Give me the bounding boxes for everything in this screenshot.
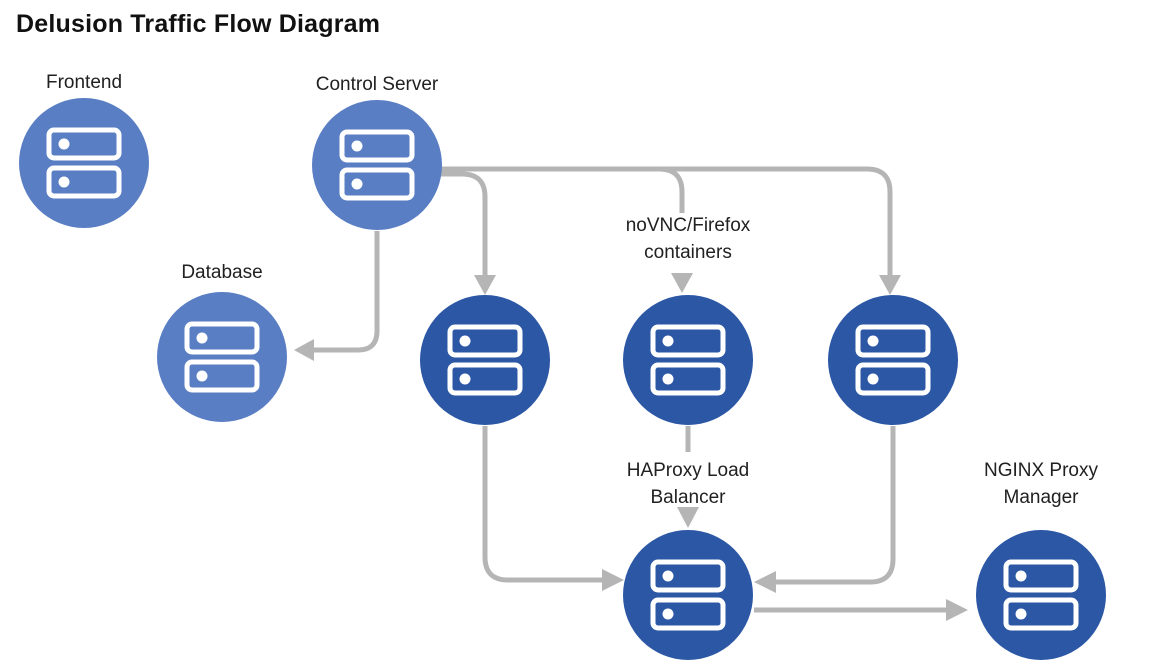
server-icon bbox=[1003, 559, 1079, 631]
page-title: Delusion Traffic Flow Diagram bbox=[16, 10, 381, 38]
node-label-database: Database bbox=[181, 262, 263, 283]
node-novnc bbox=[623, 295, 753, 425]
arrowhead-down-icon bbox=[671, 273, 693, 293]
node-label-novnc: noVNC/Firefox containers bbox=[625, 215, 751, 263]
node-haproxy bbox=[623, 530, 753, 660]
node-worker-left bbox=[420, 295, 550, 425]
edge-novnc-to-haproxy bbox=[677, 426, 699, 528]
node-label-nginx: NGINX Proxy Manager bbox=[983, 460, 1099, 508]
edge-worker-right-to-haproxy bbox=[754, 426, 896, 593]
node-label-frontend: Frontend bbox=[45, 72, 123, 93]
server-icon bbox=[339, 129, 415, 201]
node-database bbox=[157, 292, 287, 422]
edge-worker-left-to-haproxy bbox=[482, 426, 624, 591]
arrowhead-left-icon bbox=[754, 571, 776, 593]
node-nginx bbox=[976, 530, 1106, 660]
server-icon bbox=[650, 324, 726, 396]
server-icon bbox=[650, 559, 726, 631]
server-icon bbox=[447, 324, 523, 396]
arrowhead-right-icon bbox=[602, 569, 624, 591]
server-icon bbox=[855, 324, 931, 396]
arrowhead-down-icon bbox=[677, 507, 699, 528]
edge-control-server-to-worker-left bbox=[436, 171, 496, 295]
server-icon bbox=[46, 127, 122, 199]
edge-haproxy-to-nginx bbox=[754, 599, 968, 621]
node-label-control-server: Control Server bbox=[315, 74, 439, 95]
node-worker-right bbox=[828, 295, 958, 425]
node-frontend bbox=[19, 98, 149, 228]
node-label-haproxy: HAProxy Load Balancer bbox=[626, 460, 750, 508]
arrowhead-down-icon bbox=[474, 275, 496, 295]
arrowhead-right-icon bbox=[946, 599, 968, 621]
server-icon bbox=[184, 321, 260, 393]
arrowhead-down-icon bbox=[879, 275, 901, 295]
edge-control-server-to-worker-right bbox=[436, 166, 901, 295]
node-control-server bbox=[312, 100, 442, 230]
arrowhead-left-icon bbox=[294, 339, 314, 361]
edge-control-server-to-database bbox=[294, 231, 380, 361]
